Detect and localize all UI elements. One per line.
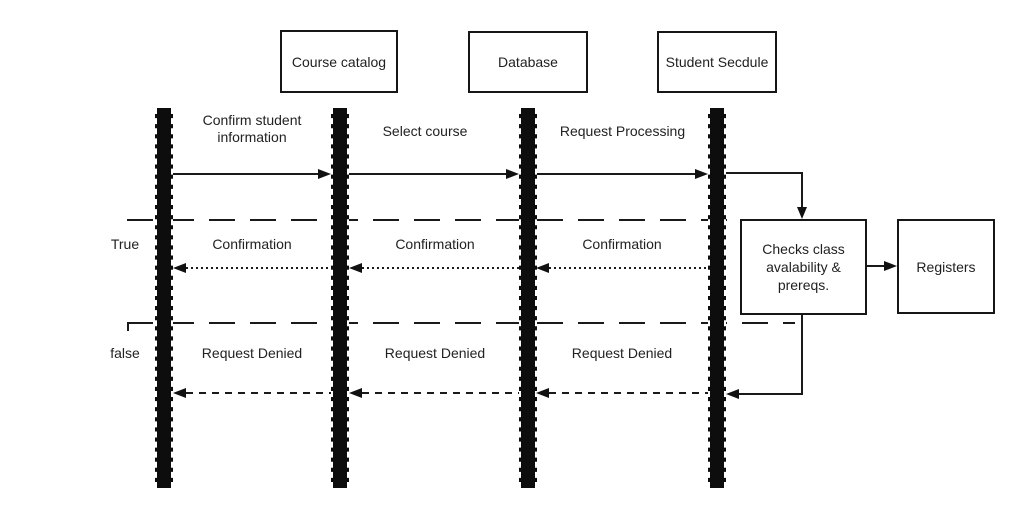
message-line-request-processing	[537, 173, 695, 175]
message-line-select-course	[349, 173, 506, 175]
arrowhead-left-icon	[173, 263, 186, 273]
request-denied-line-3	[549, 392, 708, 394]
true-branch-divider-line	[127, 219, 740, 221]
arrowhead-right-icon	[695, 169, 708, 179]
arrowhead-left-icon	[349, 388, 362, 398]
label-confirmation-1: Confirmation	[212, 236, 292, 252]
false-branch-divider-corner	[127, 323, 129, 331]
arrowhead-left-icon	[536, 388, 549, 398]
arrowhead-left-icon	[173, 388, 186, 398]
confirmation-line-1	[186, 267, 331, 269]
checks-class-box: Checks class avalability & prereqs.	[740, 219, 867, 315]
arrowhead-left-icon	[726, 389, 739, 399]
lifeline-bar-student-schedule	[708, 108, 726, 488]
actor-box-course-catalog: Course catalog	[280, 30, 398, 93]
lifeline-bar-student	[155, 108, 173, 488]
arrowhead-right-icon	[884, 261, 897, 271]
false-branch-divider-line	[127, 322, 795, 324]
actor-box-student-schedule: Student Secdule	[657, 31, 777, 93]
checks-to-registers-line	[867, 265, 885, 267]
return-elbow-vertical	[801, 315, 803, 394]
arrowhead-left-icon	[536, 263, 549, 273]
label-false-branch: false	[110, 345, 140, 361]
message-line-confirm-student	[173, 173, 318, 175]
confirmation-line-2	[362, 267, 519, 269]
label-request-processing: Request Processing	[559, 123, 686, 139]
label-confirmation-2: Confirmation	[395, 236, 475, 252]
return-elbow-horizontal	[739, 393, 803, 395]
label-request-denied-3: Request Denied	[571, 345, 673, 361]
lifeline-bar-course-catalog	[331, 108, 349, 488]
confirmation-line-3	[549, 267, 708, 269]
label-request-denied-1: Request Denied	[201, 345, 303, 361]
request-denied-line-1	[186, 392, 331, 394]
actor-box-database: Database	[468, 31, 588, 93]
registers-box: Registers	[897, 219, 995, 314]
arrowhead-right-icon	[506, 169, 519, 179]
request-denied-line-2	[362, 392, 519, 394]
arrowhead-left-icon	[349, 263, 362, 273]
label-confirm-student-information: Confirm student information	[202, 112, 302, 145]
arrowhead-right-icon	[318, 169, 331, 179]
lifeline-bar-database	[519, 108, 537, 488]
label-confirmation-3: Confirmation	[582, 236, 662, 252]
arrowhead-down-icon	[797, 207, 807, 219]
elbow-line-vertical	[801, 172, 803, 208]
label-select-course: Select course	[382, 123, 468, 139]
label-true-branch: True	[110, 236, 140, 252]
elbow-line-horizontal	[726, 172, 803, 174]
label-request-denied-2: Request Denied	[384, 345, 486, 361]
